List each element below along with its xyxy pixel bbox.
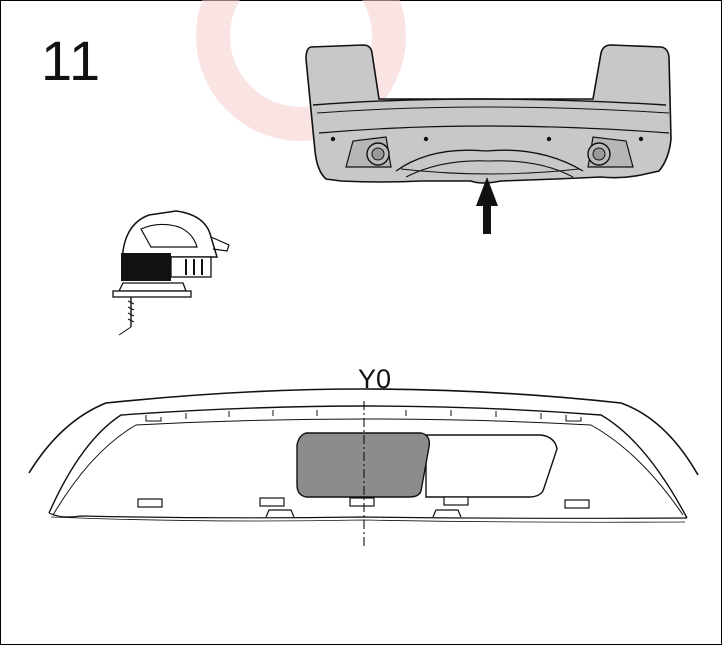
step-number: 11 (41, 29, 102, 92)
axis-label: Y0 (358, 364, 392, 394)
